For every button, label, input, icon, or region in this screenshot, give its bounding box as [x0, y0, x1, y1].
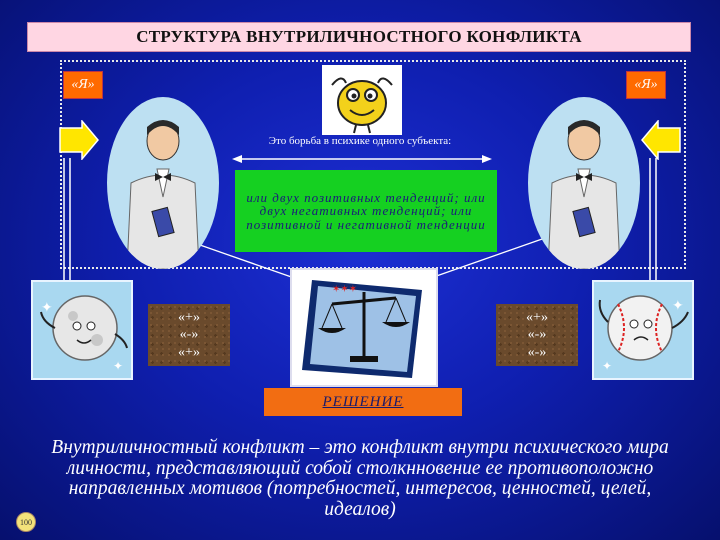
tendencies-text: или двух позитивных тенденций; или двух …: [246, 189, 486, 232]
sign-right-1: «+»: [526, 309, 548, 325]
solution-box: РЕШЕНИЕ: [264, 388, 462, 416]
struggle-text: Это борьба в психике одного субъекта:: [268, 135, 452, 147]
signs-right: «+» «-» «-»: [496, 304, 578, 366]
arrow-left-icon: [641, 120, 681, 160]
sign-left-2: «-»: [179, 327, 199, 343]
page-title: СТРУКТУРА ВНУТРИЛИЧНОСТНОГО КОНФЛИКТА: [136, 27, 582, 46]
person-right: [528, 97, 640, 269]
tendencies-box: или двух позитивных тенденций; или двух …: [235, 170, 497, 252]
svg-text:✦: ✦: [602, 359, 612, 373]
person-left: [107, 97, 219, 269]
moon-icon: ✦ ✦: [40, 295, 128, 373]
baseball-panel: ✦ ✦: [592, 280, 694, 380]
scales-icon: ✶✶✶: [302, 280, 422, 378]
man-icon: [547, 120, 621, 269]
sign-left-3: «+»: [178, 344, 200, 360]
self-label-left: «Я»: [63, 71, 103, 99]
svg-text:✶✶✶: ✶✶✶: [332, 284, 357, 295]
definition-text: Внутриличностный конфликт – это конфликт…: [51, 437, 669, 520]
sign-right-2: «-»: [527, 327, 547, 343]
moon-panel: ✦ ✦: [31, 280, 133, 380]
signs-left: «+» «-» «+»: [148, 304, 230, 366]
self-label-right: «Я»: [626, 71, 666, 99]
page-number: 100: [16, 512, 36, 532]
scales-panel: ✶✶✶: [290, 268, 438, 387]
baseball-icon: ✦ ✦: [598, 295, 689, 373]
svg-text:✦: ✦: [113, 359, 123, 373]
man-icon: [126, 120, 200, 269]
solution-label: РЕШЕНИЕ: [322, 393, 404, 410]
arrow-right-icon: [59, 120, 99, 160]
svg-text:✦: ✦: [672, 298, 684, 314]
bird-icon: [322, 65, 402, 135]
svg-text:✦: ✦: [41, 300, 53, 316]
title-bar: СТРУКТУРА ВНУТРИЛИЧНОСТНОГО КОНФЛИКТА: [27, 22, 691, 52]
sign-left-1: «+»: [178, 309, 200, 325]
sign-right-3: «-»: [527, 344, 547, 360]
